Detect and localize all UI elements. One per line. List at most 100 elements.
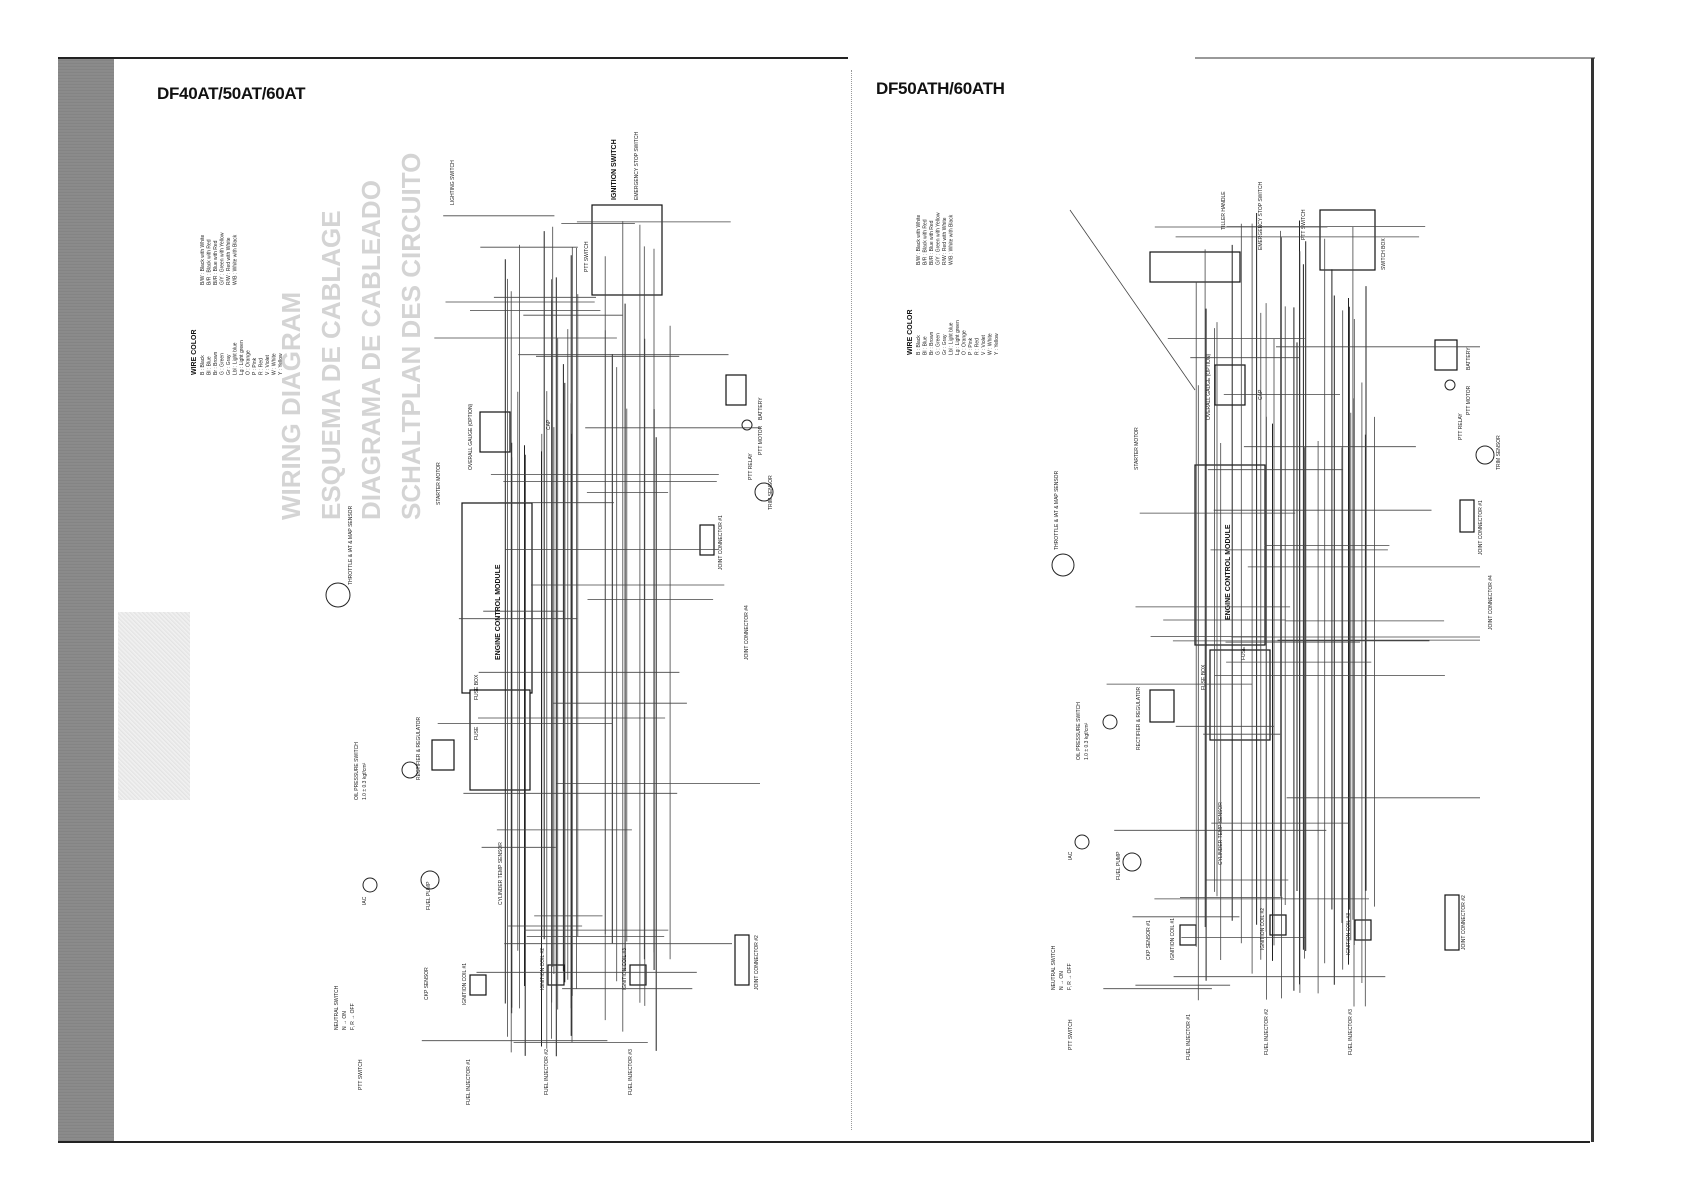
left-oil-pressure-switch [401,761,419,779]
right-starter-motor-label: STARTER MOTOR [1134,427,1140,470]
legend-entry: Bl : Blue [923,336,929,355]
left-battery [725,374,747,406]
right-iac [1074,834,1090,850]
right-fuse-label: FUSE [1241,646,1247,660]
legend-entry: Bl/R : Blue with Red [213,240,219,285]
left-neutral-off-label: F, R → OFF [350,1003,356,1030]
right-joint-connector-1-label: JOINT CONNECTOR #1 [1478,500,1484,555]
left-fuel-injector-1-label: FUEL INJECTOR #1 [466,1059,472,1105]
left-lighting-switch-label: LIGHTING SWITCH [450,160,456,205]
right-ptt-motor-label: PTT MOTOR [1466,385,1472,415]
left-iac-label: IAC [362,896,368,905]
legend-entry: G/Y : Green with Yellow [220,232,226,285]
right-neutral-on-label: N → ON [1059,971,1065,990]
right-fuse-box-label: FUSE BOX [1201,664,1207,690]
left-ignition-coil-1 [469,974,487,996]
legend-entry: Br : Brown [213,351,219,375]
right-battery-label: BATTERY [1466,347,1472,370]
right-fuel-injector-3-label: FUEL INJECTOR #3 [1348,1009,1354,1055]
right-throttle-sensor [1051,553,1075,577]
page-gutter [851,70,852,1130]
left-joint-connector-4-label: JOINT CONNECTOR #4 [744,605,750,660]
right-emergency-stop-label: EMERGENCY STOP SWITCH [1258,182,1264,250]
left-ptt-motor [741,419,753,431]
right-fuse-box [1209,649,1271,741]
legend-entry: B/W : Black with White [916,214,922,265]
left-rectifier [431,739,455,771]
left-ecm-label: ENGINE CONTROL MODULE [495,564,502,660]
right-switch-box [1319,209,1376,271]
legend-entry: P : Pink [968,337,974,355]
left-iac [362,877,378,893]
left-joint-connector-1 [699,524,715,556]
left-ignition-coil-3 [629,964,647,986]
left-neutral-on-label: N → ON [342,1011,348,1030]
right-wire-harness [1103,213,1480,1007]
right-throttle-sensor-label: THROTTLE & IAT & MAP SENSOR [1054,470,1060,550]
right-trim-sensor-label: TRIM SENSOR [1496,435,1502,470]
left-ptt-motor-label: PTT MOTOR [758,425,764,455]
left-fuse-box-label: FUSE BOX [474,674,480,700]
legend-entry: B/R : Black with Red [923,219,929,265]
left-ignition-coil-1-label: IGNITION COIL #1 [462,963,468,1005]
left-trim-sensor [754,482,774,502]
right-tiller-handle [1149,251,1241,283]
left-page-title: DF40AT/50AT/60AT [157,84,306,103]
page-border-top-right [1195,57,1595,59]
left-starter-motor-label: STARTER MOTOR [436,462,442,505]
legend-entry: R : Red [259,358,265,375]
legend-entry: W/B : White with Black [233,234,239,285]
left-fuel-pump [420,870,440,890]
right-rectifier-label: RECTIFIER & REGULATOR [1136,686,1142,750]
legend-entry: V : Violet [265,354,271,375]
legend-entry: Lg : Light green [239,340,245,375]
left-oil-pressure-value: 1.0 ± 0.3 kgf/cm² [362,762,368,800]
svg-text:ESQUEMA DE CABLAGE: ESQUEMA DE CABLAGE [316,210,346,520]
right-joint-connector-1 [1459,499,1475,533]
left-ecm-box [461,502,533,694]
legend-entry: Lbl : Light blue [949,322,955,355]
page-border-bottom-right [438,1141,1590,1143]
legend-entry: V : Violet [981,334,987,355]
legend-entry: O : Orange [962,330,968,355]
legend-entry: B : Black [200,355,206,375]
legend-entry: Br : Brown [929,331,935,355]
right-overall-gauge-label: OVERALL GAUGE (OPTION) [1206,353,1212,420]
legend-entry: Gr : Gray [226,354,232,375]
right-neutral-switch-label: NEUTRAL SWITCH [1051,945,1057,990]
left-fuel-pump-label: FUEL PUMP [426,881,432,910]
scan-noise-patch [118,612,190,800]
legend-entry: B/R : Black with Red [207,239,213,285]
legend-entry: P : Pink [252,357,258,375]
right-legend-leader [1069,209,1196,391]
right-ptt-switch-label: PTT SWITCH [1301,209,1307,240]
left-ignition-switch [591,204,663,296]
left-joint-connector-1-label: JOINT CONNECTOR #1 [718,515,724,570]
left-joint-connector-2-label: JOINT CONNECTOR #2 [754,935,760,990]
legend-entry: R/W : Red with White [226,237,232,285]
right-ignition-coil-3 [1354,919,1372,941]
legend-entry: W : White [272,353,278,375]
right-battery [1434,339,1458,371]
right-ckp-sensor-label: CKP SENSOR #1 [1146,920,1152,960]
left-emergency-stop-label: EMERGENCY STOP SWITCH [634,132,640,200]
right-fuel-pump [1122,852,1142,872]
right-joint-connector-4-label: JOINT CONNECTOR #4 [1488,575,1494,630]
right-ignition-coil-2-label: IGNITION COIL #2 [1260,908,1266,950]
left-overall-gauge-label: OVERALL GAUGE (OPTION) [468,403,474,470]
page-border-right [1591,58,1594,1142]
left-oil-pressure-label: OIL PRESSURE SWITCH [354,742,360,800]
scan-binding-strip [58,58,114,1142]
left-battery-label: BATTERY [758,397,764,420]
page-border-top-left [58,57,848,59]
legend-entry: Bl/R : Blue with Red [929,220,935,265]
left-legend-heading: WIRE COLOR [191,330,198,376]
left-trim-sensor-label: TRIM SENSOR [768,475,774,510]
right-legend-heading: WIRE COLOR [907,310,914,356]
left-fuel-injector-3-label: FUEL INJECTOR #3 [628,1049,634,1095]
legend-entry: G : Green [220,353,226,375]
legend-entry: Y : Yellow [994,333,1000,355]
